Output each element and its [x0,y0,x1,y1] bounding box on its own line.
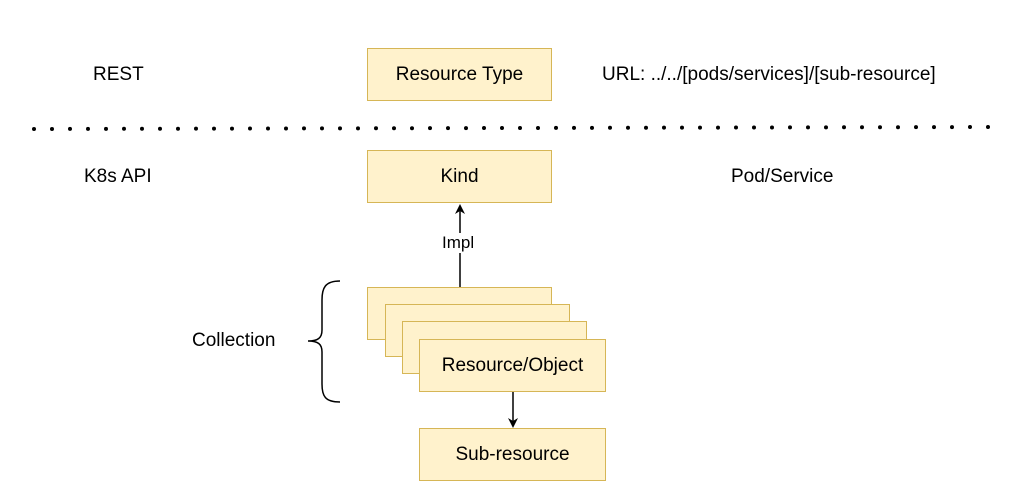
resource-object-box: Resource/Object [419,339,606,392]
kind-box: Kind [367,150,552,203]
pod-service-label: Pod/Service [731,166,834,187]
resource-type-box: Resource Type [367,48,552,101]
k8s-api-label: K8s API [84,166,152,187]
url-label: URL: ../../[pods/services]/[sub-resource… [602,64,936,85]
collection-label: Collection [192,330,276,351]
rest-label: REST [93,64,144,85]
impl-label: Impl [440,233,477,253]
collection-brace [307,280,341,403]
section-divider [32,125,994,131]
sub-resource-box: Sub-resource [419,428,606,481]
